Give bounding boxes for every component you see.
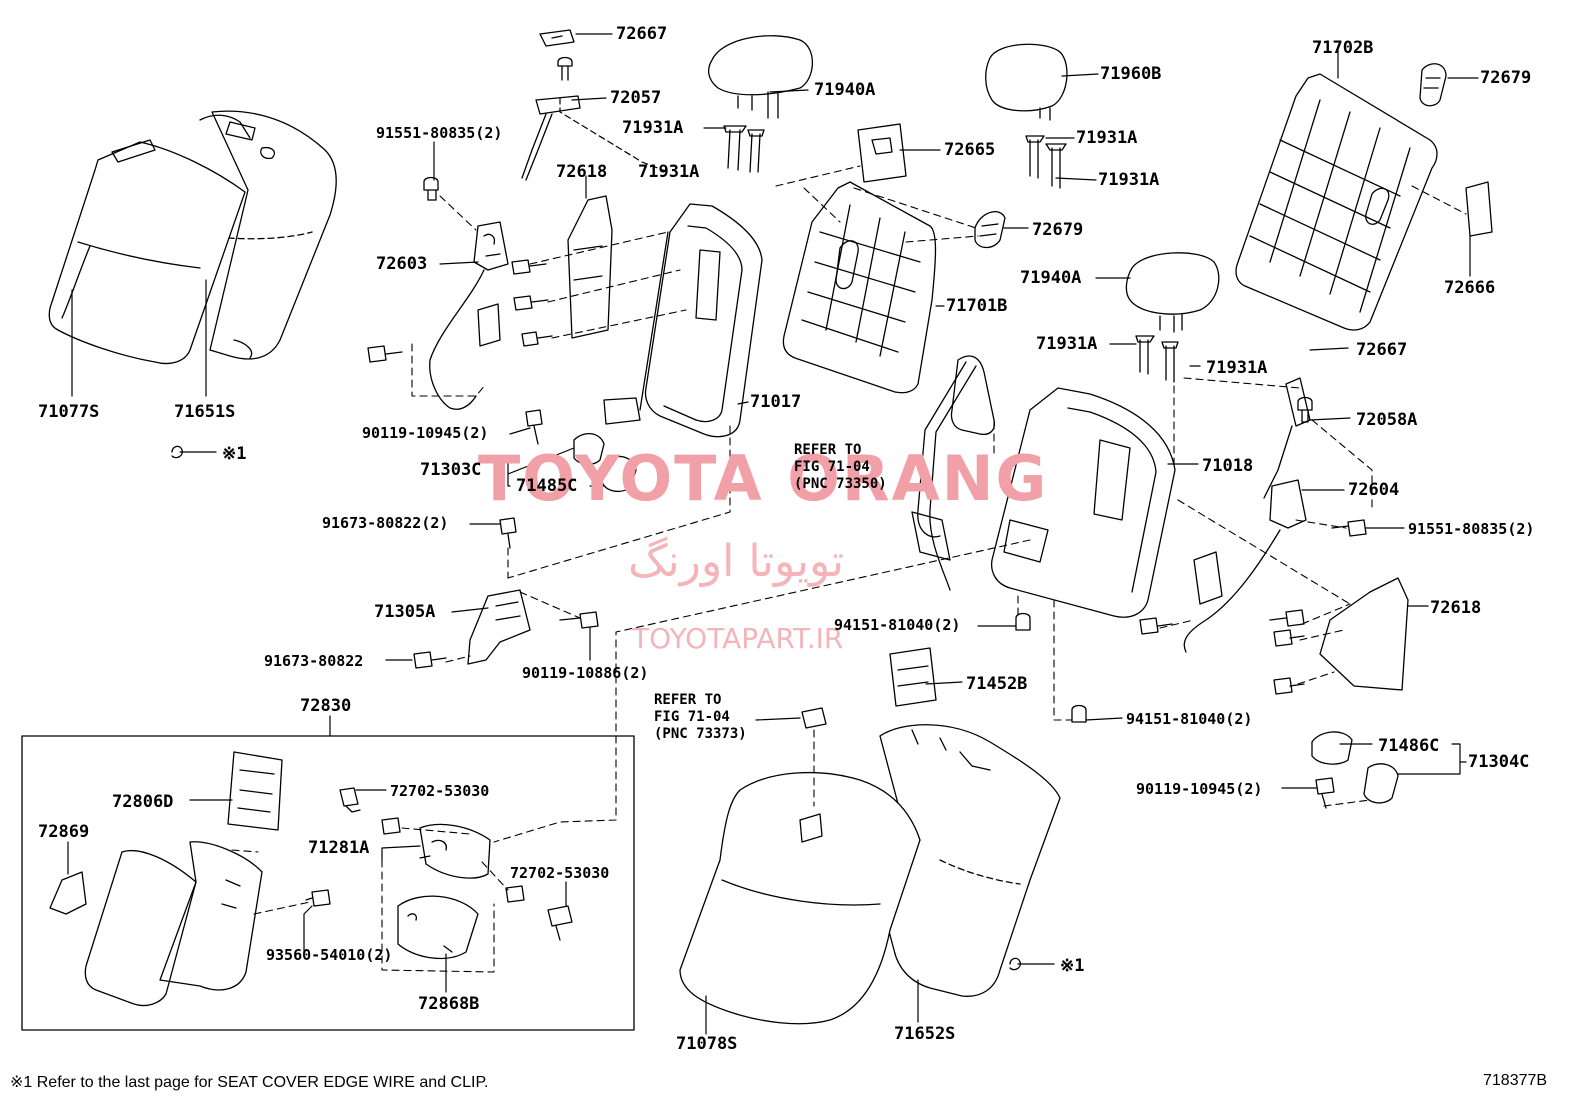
part-label-91551-left: 91551-80835(2) — [376, 124, 503, 142]
part-label-71702b: 71702B — [1312, 38, 1374, 58]
assembly-lines — [231, 165, 1467, 973]
leader-lines — [67, 33, 1479, 1035]
part-label-72830: 72830 — [300, 696, 352, 716]
part-label-72618-left: 72618 — [556, 162, 608, 182]
part-label-72667-top: 72667 — [616, 24, 668, 44]
seat-cushion-71652s — [869, 724, 1061, 997]
cover-72666 — [1465, 181, 1493, 237]
part-label-71485c: 71485C — [516, 476, 578, 496]
part-label-71452b: 71452B — [966, 674, 1028, 694]
bracket-72618-right — [1319, 577, 1409, 691]
part-label-71303c: 71303C — [420, 460, 482, 480]
diagram-id: 718377B — [1483, 1072, 1548, 1089]
bolt-top — [557, 56, 573, 81]
hinge-cover-71303c — [573, 433, 637, 493]
part-label-72679-top: 72679 — [1480, 68, 1532, 88]
cover-72665 — [857, 123, 907, 183]
part-label-71701b: 71701B — [946, 296, 1008, 316]
part-label-71652s: 71652S — [894, 1024, 956, 1044]
part-label-71931a-4: 71931A — [1098, 170, 1160, 190]
part-label-71017: 71017 — [750, 392, 802, 412]
armrest-assy-box — [21, 735, 635, 1031]
clip-72667-top — [539, 29, 575, 47]
part-label-71931a-1: 71931A — [622, 118, 684, 138]
part-label-90119-left: 90119-10945(2) — [362, 424, 489, 442]
headrest-71940a-right — [1125, 252, 1220, 333]
cover-72679-mid — [974, 211, 1006, 249]
part-label-72868b: 72868B — [418, 994, 480, 1014]
seatback-frame-71018 — [990, 387, 1176, 618]
headrest-71960b — [985, 43, 1068, 121]
part-label-72679-mid: 72679 — [1032, 220, 1084, 240]
part-label-71940a-right: 71940A — [1020, 268, 1082, 288]
part-label-72869: 72869 — [38, 822, 90, 842]
headrest-71940a-top — [707, 35, 813, 119]
bracket-71281a — [419, 823, 491, 879]
part-label-72702-top: 72702-53030 — [390, 782, 490, 800]
part-label-94151-mid: 94151-81040(2) — [834, 616, 961, 634]
part-label-71960b: 71960B — [1100, 64, 1162, 84]
armrest-cupholder-72806d — [227, 751, 283, 831]
part-label-72057: 72057 — [610, 88, 662, 108]
part-label-71931a-5: 71931A — [1036, 334, 1098, 354]
seatback-board-71702b — [1235, 73, 1438, 331]
refer-note-73350: REFER TO FIG 71-04 (PNC 73350) — [794, 442, 887, 492]
part-label-71931a-2: 71931A — [638, 162, 700, 182]
part-label-72665: 72665 — [944, 140, 996, 160]
part-label-71077s: 71077S — [38, 402, 100, 422]
part-label-72666: 72666 — [1444, 278, 1496, 298]
part-label-71940a-top: 71940A — [814, 80, 876, 100]
part-label-72702-bottom: 72702-53030 — [510, 864, 610, 882]
part-label-90119-mid: 90119-10886(2) — [522, 664, 649, 682]
part-label-71304c: 71304C — [1468, 752, 1530, 772]
part-label-71486c: 71486C — [1378, 736, 1440, 756]
seatback-board-71701b — [782, 181, 937, 394]
seatback-cushion-pad — [199, 110, 337, 360]
clip-mark-left: ※1 — [222, 444, 247, 464]
part-label-72806d: 72806D — [112, 792, 174, 812]
part-label-71078s: 71078S — [676, 1034, 738, 1054]
part-label-72603: 72603 — [376, 254, 428, 274]
part-label-72058a: 72058A — [1356, 410, 1418, 430]
part-label-72618-right: 72618 — [1430, 598, 1482, 618]
bolts — [305, 176, 1367, 941]
armrest-cover — [159, 841, 263, 991]
seat-belt — [911, 355, 996, 591]
part-label-90119-right: 90119-10945(2) — [1136, 780, 1263, 798]
part-label-72667-right: 72667 — [1356, 340, 1408, 360]
refer-note-73373: REFER TO FIG 71-04 (PNC 73373) — [654, 692, 747, 742]
part-label-93560: 93560-54010(2) — [266, 946, 393, 964]
hinge-71305a — [467, 589, 531, 665]
cover-72679-right-top — [1419, 63, 1447, 107]
bracket-72057 — [521, 95, 581, 181]
part-label-94151-right: 94151-81040(2) — [1126, 710, 1253, 728]
clip-marks — [171, 445, 1021, 971]
bracket-72618-left — [567, 195, 613, 339]
armrest-pad — [84, 850, 197, 1007]
hinge-cover-71304c — [1311, 731, 1399, 804]
part-label-71305a: 71305A — [374, 602, 436, 622]
part-label-71931a-6: 71931A — [1206, 358, 1268, 378]
footnote: ※1 Refer to the last page for SEAT COVER… — [10, 1074, 489, 1091]
part-label-71651s: 71651S — [174, 402, 236, 422]
plate-71452b — [889, 647, 937, 707]
lock-72603 — [429, 221, 509, 410]
part-label-71931a-3: 71931A — [1076, 128, 1138, 148]
part-label-91673-top: 91673-80822(2) — [322, 514, 449, 532]
part-label-91551-right: 91551-80835(2) — [1408, 520, 1535, 538]
seatback-cover-front — [48, 139, 246, 365]
headrest-supports — [723, 125, 1179, 383]
seat-cushion-cover-71078s — [679, 771, 921, 1025]
clip-mark-right: ※1 — [1060, 956, 1085, 976]
part-label-91673-bottom: 91673-80822 — [264, 652, 364, 670]
part-label-71281a: 71281A — [308, 838, 370, 858]
bracket-72868b — [397, 895, 479, 960]
seatback-frame-71017 — [603, 203, 763, 438]
part-label-71018: 71018 — [1202, 456, 1254, 476]
clip-72869 — [49, 871, 87, 915]
part-label-72604: 72604 — [1348, 480, 1400, 500]
